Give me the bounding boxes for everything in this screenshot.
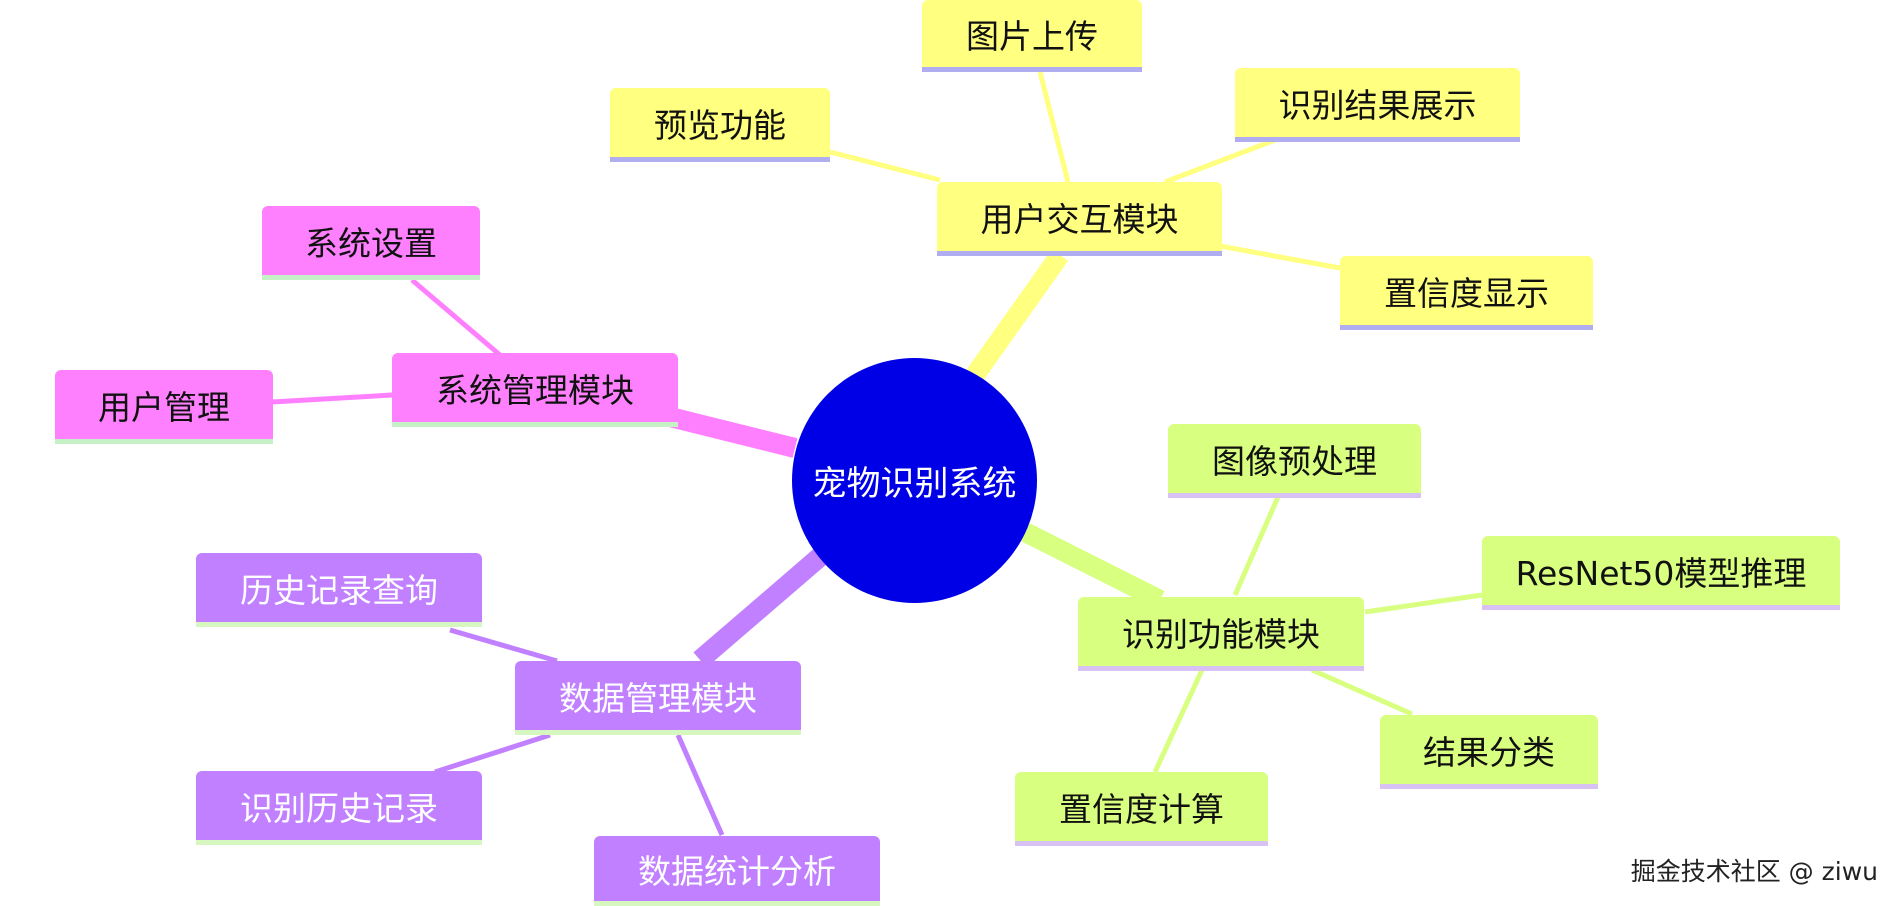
leaf-label: 图片上传 (966, 16, 1098, 56)
leaf-label: 数据统计分析 (638, 851, 836, 891)
center-node[interactable]: 宠物识别系统 (792, 358, 1037, 603)
link-dm-history-query (449, 627, 558, 664)
link-ui-preview (829, 149, 941, 183)
link-rec-classify (1310, 667, 1414, 717)
link-dm-stats (675, 733, 725, 837)
link-center-recognition (1020, 523, 1165, 609)
module-label: 数据管理模块 (559, 678, 757, 718)
leaf-label: 用户管理 (98, 387, 230, 427)
leaf-label: 识别结果展示 (1278, 85, 1477, 125)
leaf-user-management[interactable]: 用户管理 (55, 370, 273, 444)
link-rec-confcalc (1152, 668, 1205, 774)
leaf-data-statistics[interactable]: 数据统计分析 (594, 836, 880, 906)
link-center-user-interaction (966, 249, 1069, 381)
leaf-result-classification[interactable]: 结果分类 (1380, 715, 1598, 789)
module-data-management[interactable]: 数据管理模块 (515, 661, 801, 735)
leaf-preview[interactable]: 预览功能 (610, 88, 830, 162)
leaf-confidence-calc[interactable]: 置信度计算 (1015, 772, 1268, 846)
link-ui-upload (1037, 71, 1071, 183)
link-rec-resnet (1364, 592, 1483, 615)
module-recognition[interactable]: 识别功能模块 (1078, 597, 1364, 671)
link-rec-preprocess (1232, 495, 1281, 597)
leaf-result-display[interactable]: 识别结果展示 (1235, 68, 1520, 142)
link-sm-settings (410, 278, 502, 357)
watermark: 掘金技术社区 @ ziwu (1630, 857, 1878, 886)
leaf-label: 系统设置 (305, 223, 437, 263)
link-dm-recog-history (434, 732, 551, 775)
leaf-label: 置信度计算 (1059, 789, 1224, 829)
center-node-label: 宠物识别系统 (812, 464, 1017, 504)
leaf-recognition-history[interactable]: 识别历史记录 (196, 771, 482, 845)
link-sm-users (271, 392, 393, 405)
leaf-label: 图像预处理 (1212, 441, 1377, 481)
link-ui-result (1164, 137, 1276, 185)
link-ui-confidence (1219, 243, 1341, 271)
module-system-management[interactable]: 系统管理模块 (392, 353, 678, 427)
leaf-history-query[interactable]: 历史记录查询 (196, 553, 482, 627)
leaf-label: 识别历史记录 (240, 788, 438, 828)
leaf-label: ResNet50模型推理 (1515, 553, 1807, 593)
leaf-system-settings[interactable]: 系统设置 (262, 206, 480, 280)
leaf-image-upload[interactable]: 图片上传 (922, 0, 1142, 72)
leaf-label: 预览功能 (654, 105, 786, 145)
leaf-image-preprocess[interactable]: 图像预处理 (1168, 424, 1421, 498)
leaf-resnet50-inference[interactable]: ResNet50模型推理 (1482, 536, 1840, 610)
module-label: 用户交互模块 (980, 199, 1179, 239)
module-label: 系统管理模块 (436, 370, 634, 410)
leaf-confidence-display[interactable]: 置信度显示 (1340, 256, 1593, 330)
leaf-label: 置信度显示 (1384, 273, 1549, 313)
leaf-label: 结果分类 (1423, 732, 1555, 772)
module-label: 识别功能模块 (1122, 614, 1320, 654)
module-user-interaction[interactable]: 用户交互模块 (937, 182, 1222, 256)
leaf-label: 历史记录查询 (240, 570, 438, 610)
link-center-data-management (693, 547, 829, 668)
